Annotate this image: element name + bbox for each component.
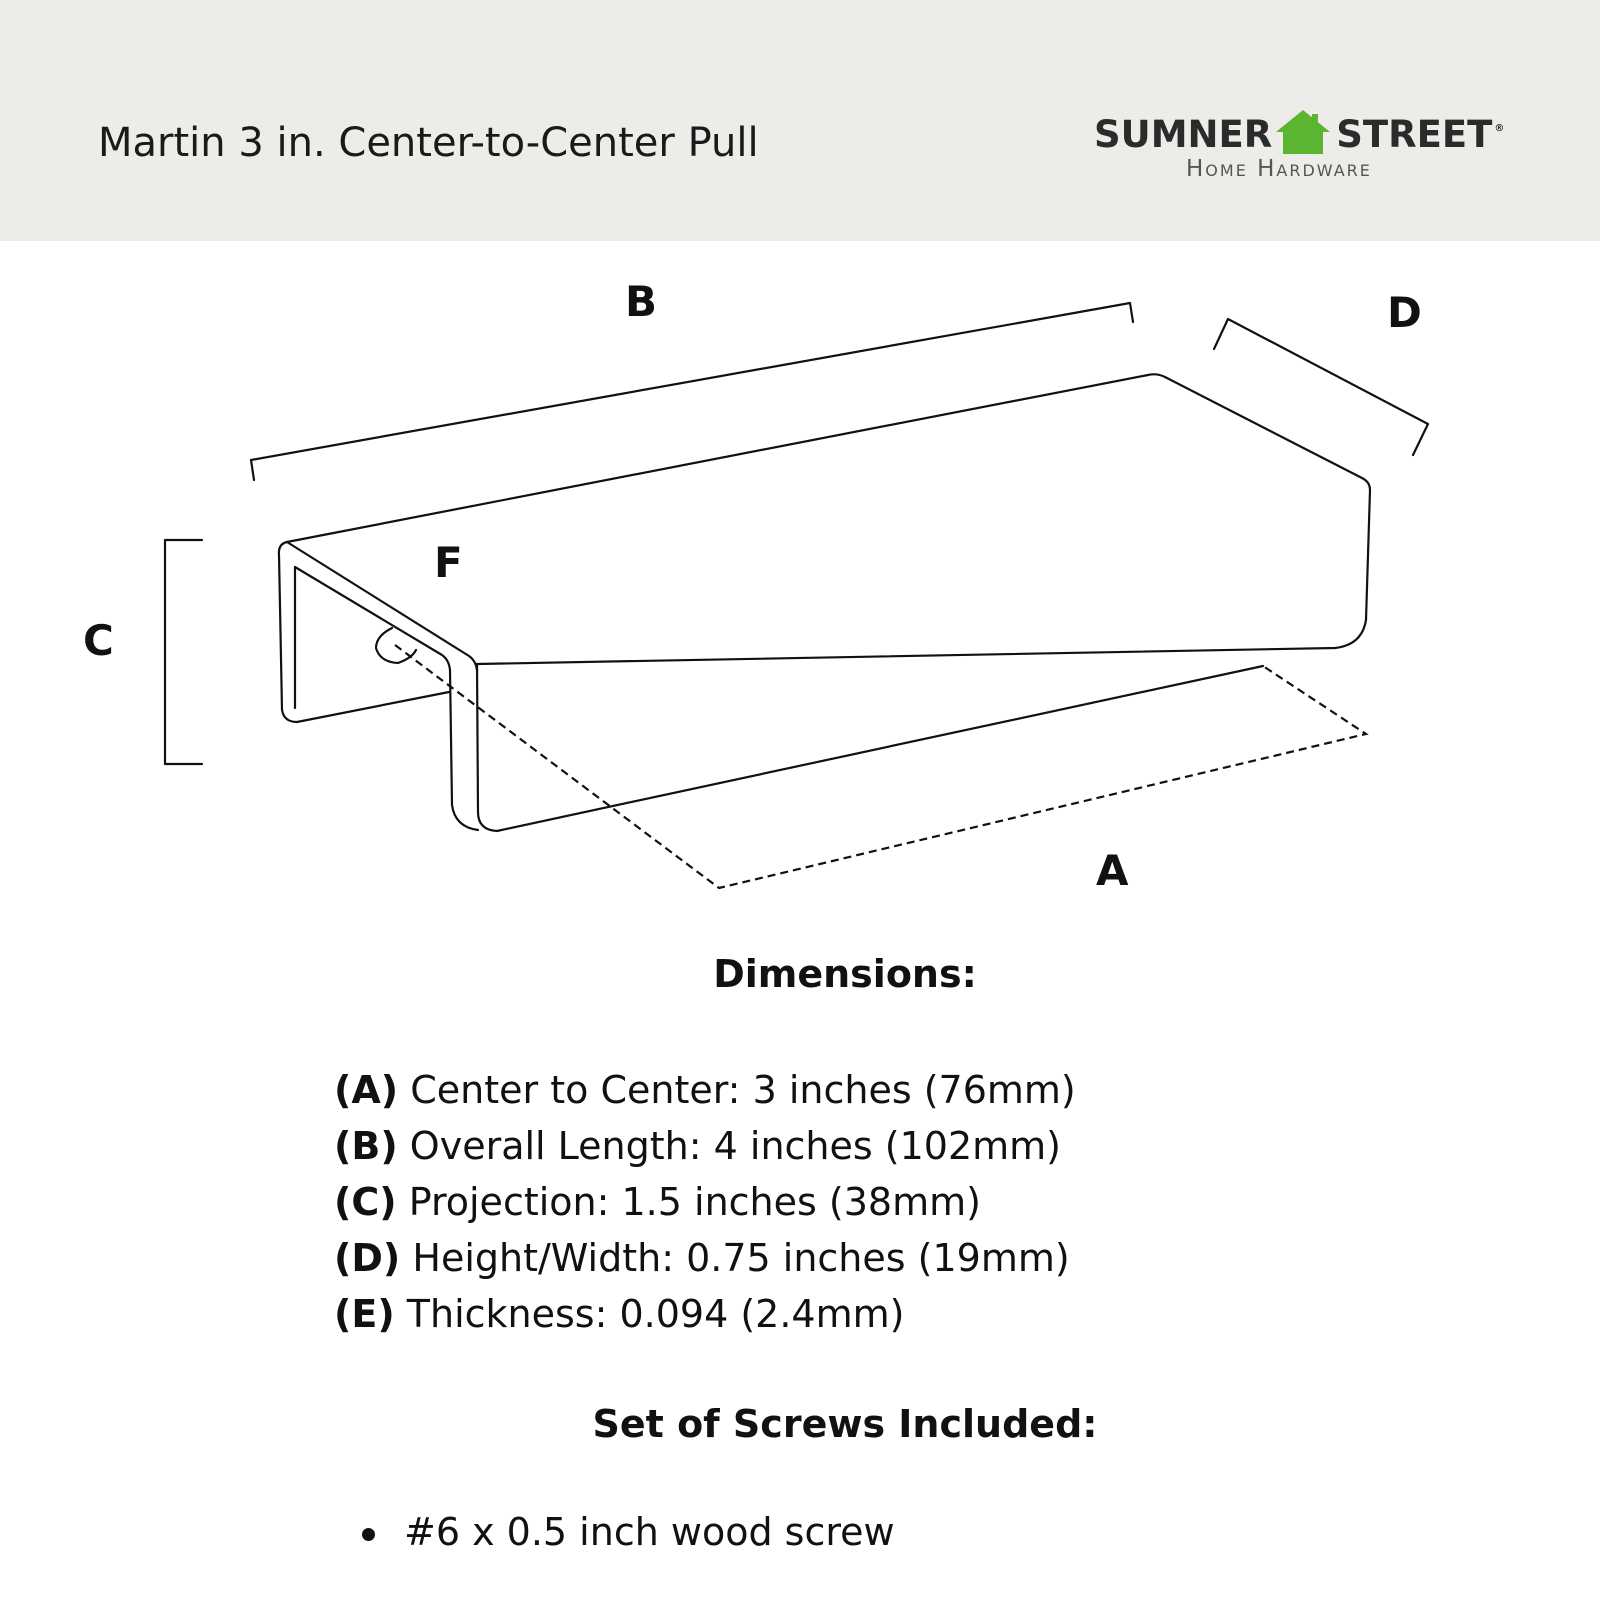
pull-inner-leg <box>448 668 480 832</box>
spec-key: (B) <box>334 1124 398 1168</box>
label-a: A <box>1096 846 1129 895</box>
bullet-icon <box>362 1528 375 1541</box>
logo-wordmark: SUMNER STREET ® <box>1094 110 1504 156</box>
screws-list: #6 x 0.5 inch wood screw <box>362 1510 895 1554</box>
pull-dimension-diagram: B D F C A <box>83 277 1430 895</box>
house-icon <box>1276 110 1331 154</box>
registered-mark: ® <box>1494 123 1505 134</box>
spec-item: (E) Thickness: 0.094 (2.4mm) <box>334 1286 1076 1342</box>
screws-heading: Set of Screws Included: <box>592 1402 1098 1446</box>
dimensions-heading: Dimensions: <box>713 952 977 996</box>
dimension-b-bracket <box>249 301 1135 482</box>
logo-tagline: Home Hardware <box>1186 156 1372 182</box>
screw-item: #6 x 0.5 inch wood screw <box>362 1510 895 1554</box>
spec-text: Thickness: 0.094 (2.4mm) <box>406 1292 905 1336</box>
dimensions-list: (A) Center to Center: 3 inches (76mm) (B… <box>334 1062 1076 1342</box>
pull-front-leg <box>475 662 1265 833</box>
logo-word-sumner: SUMNER <box>1094 113 1273 156</box>
pull-left-flange <box>277 540 451 724</box>
pull-inner-edge <box>293 565 452 672</box>
screw-head <box>374 626 418 665</box>
brand-logo: SUMNER STREET ® Home Hardware <box>1094 100 1524 190</box>
spec-text: Center to Center: 3 inches (76mm) <box>410 1068 1076 1112</box>
spec-item: (D) Height/Width: 0.75 inches (19mm) <box>334 1230 1076 1286</box>
product-title: Martin 3 in. Center-to-Center Pull <box>98 120 759 166</box>
spec-text: Height/Width: 0.75 inches (19mm) <box>412 1236 1070 1280</box>
spec-item: (C) Projection: 1.5 inches (38mm) <box>334 1174 1076 1230</box>
spec-key: (A) <box>334 1068 399 1112</box>
spec-key: (E) <box>334 1292 395 1336</box>
spec-text: Projection: 1.5 inches (38mm) <box>408 1180 981 1224</box>
logo-word-street: STREET <box>1336 113 1493 156</box>
screw-text: #6 x 0.5 inch wood screw <box>404 1510 895 1554</box>
dimension-a-dashed <box>394 644 1369 890</box>
header-banner: Martin 3 in. Center-to-Center Pull SUMNE… <box>0 0 1600 241</box>
dimension-d-bracket <box>1212 317 1430 457</box>
spec-text: Overall Length: 4 inches (102mm) <box>409 1124 1061 1168</box>
spec-item: (B) Overall Length: 4 inches (102mm) <box>334 1118 1076 1174</box>
label-d: D <box>1387 288 1422 337</box>
label-f: F <box>434 538 463 587</box>
pull-top-face <box>285 373 1372 666</box>
spec-key: (D) <box>334 1236 401 1280</box>
spec-key: (C) <box>334 1180 397 1224</box>
label-c: C <box>83 616 114 665</box>
label-b: B <box>625 277 657 326</box>
spec-item: (A) Center to Center: 3 inches (76mm) <box>334 1062 1076 1118</box>
dimension-c-bracket <box>163 538 204 766</box>
